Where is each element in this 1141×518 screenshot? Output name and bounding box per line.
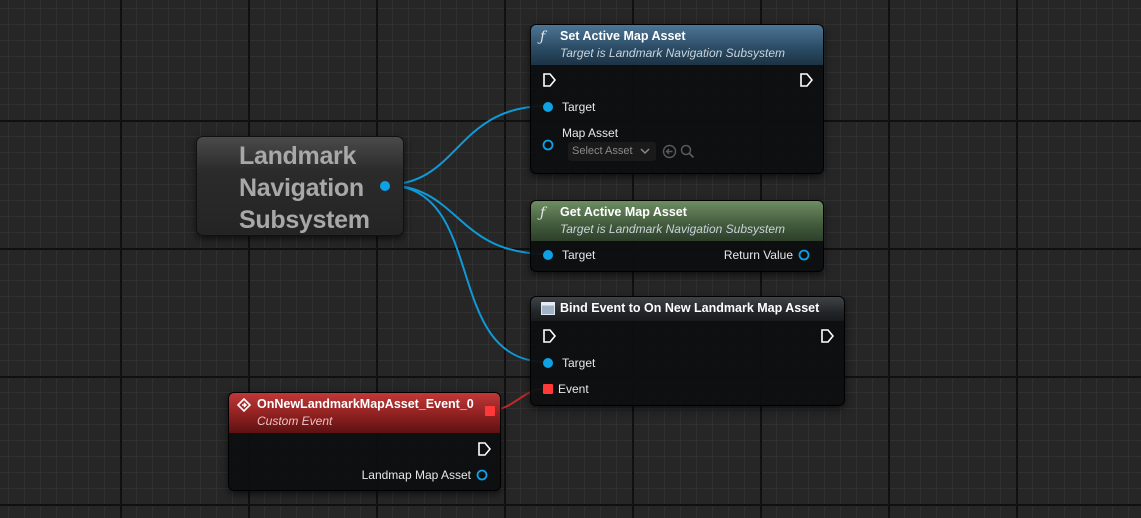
event-input-pin[interactable] bbox=[543, 384, 553, 394]
function-icon: ƒ bbox=[540, 29, 546, 45]
node-header bbox=[531, 201, 823, 241]
return-value-label: Return Value bbox=[723, 248, 793, 262]
wire-target-bind-event bbox=[384, 184, 548, 363]
variable-title-line-1: Landmark bbox=[239, 142, 357, 170]
select-asset-text: Select Asset bbox=[572, 145, 633, 157]
variable-title-line-2: Navigation bbox=[239, 174, 364, 202]
chevron-down-icon bbox=[640, 148, 650, 155]
wire-target-get-active bbox=[384, 184, 548, 255]
node-title: OnNewLandmarkMapAsset_Event_0 bbox=[257, 397, 474, 411]
target-input-pin[interactable] bbox=[542, 101, 554, 113]
select-asset-dropdown[interactable]: Select Asset bbox=[568, 142, 656, 161]
use-selected-asset-icon[interactable] bbox=[662, 144, 677, 159]
variable-node-title: Landmark Navigation Subsystem bbox=[239, 140, 370, 236]
target-input-pin[interactable] bbox=[542, 249, 554, 261]
landmark-navigation-subsystem-node[interactable]: Landmark Navigation Subsystem bbox=[196, 136, 404, 236]
custom-event-node[interactable]: OnNewLandmarkMapAsset_Event_0 Custom Eve… bbox=[228, 392, 501, 491]
node-subtitle: Custom Event bbox=[257, 414, 333, 428]
event-label: Event bbox=[558, 382, 589, 396]
variable-output-pin[interactable] bbox=[379, 180, 391, 192]
event-dispatcher-icon bbox=[541, 302, 555, 315]
node-subtitle: Target is Landmark Navigation Subsystem bbox=[560, 46, 785, 60]
set-active-map-asset-node[interactable]: ƒ Set Active Map Asset Target is Landmar… bbox=[530, 24, 824, 174]
node-header bbox=[229, 393, 500, 433]
node-subtitle: Target is Landmark Navigation Subsystem bbox=[560, 222, 785, 236]
node-title: Get Active Map Asset bbox=[560, 205, 687, 219]
node-title: Set Active Map Asset bbox=[560, 29, 686, 43]
variable-title-line-3: Subsystem bbox=[239, 206, 370, 234]
landmap-map-asset-label: Landmap Map Asset bbox=[361, 468, 471, 482]
landmap-map-asset-output-pin[interactable] bbox=[476, 469, 488, 481]
target-label: Target bbox=[562, 248, 596, 262]
wire-target-set-active bbox=[384, 105, 548, 186]
exec-output-pin[interactable] bbox=[799, 73, 813, 87]
exec-output-pin[interactable] bbox=[820, 329, 834, 343]
exec-output-pin[interactable] bbox=[477, 442, 491, 456]
node-header bbox=[531, 297, 844, 321]
custom-event-icon bbox=[237, 398, 251, 412]
function-icon: ƒ bbox=[540, 205, 546, 221]
target-label: Target bbox=[562, 100, 596, 114]
target-input-pin[interactable] bbox=[542, 357, 554, 369]
map-asset-label: Map Asset bbox=[562, 126, 619, 140]
map-asset-input-pin[interactable] bbox=[542, 139, 554, 151]
target-label: Target bbox=[562, 356, 596, 370]
delegate-output-pin[interactable] bbox=[485, 406, 495, 416]
exec-input-pin[interactable] bbox=[542, 329, 556, 343]
browse-asset-search-icon[interactable] bbox=[680, 144, 695, 159]
node-title: Bind Event to On New Landmark Map Asset bbox=[560, 301, 820, 315]
return-value-output-pin[interactable] bbox=[798, 249, 810, 261]
bind-event-node[interactable]: Bind Event to On New Landmark Map Asset … bbox=[530, 296, 845, 406]
exec-input-pin[interactable] bbox=[542, 73, 556, 87]
node-header bbox=[531, 25, 823, 65]
get-active-map-asset-node[interactable]: ƒ Get Active Map Asset Target is Landmar… bbox=[530, 200, 824, 272]
